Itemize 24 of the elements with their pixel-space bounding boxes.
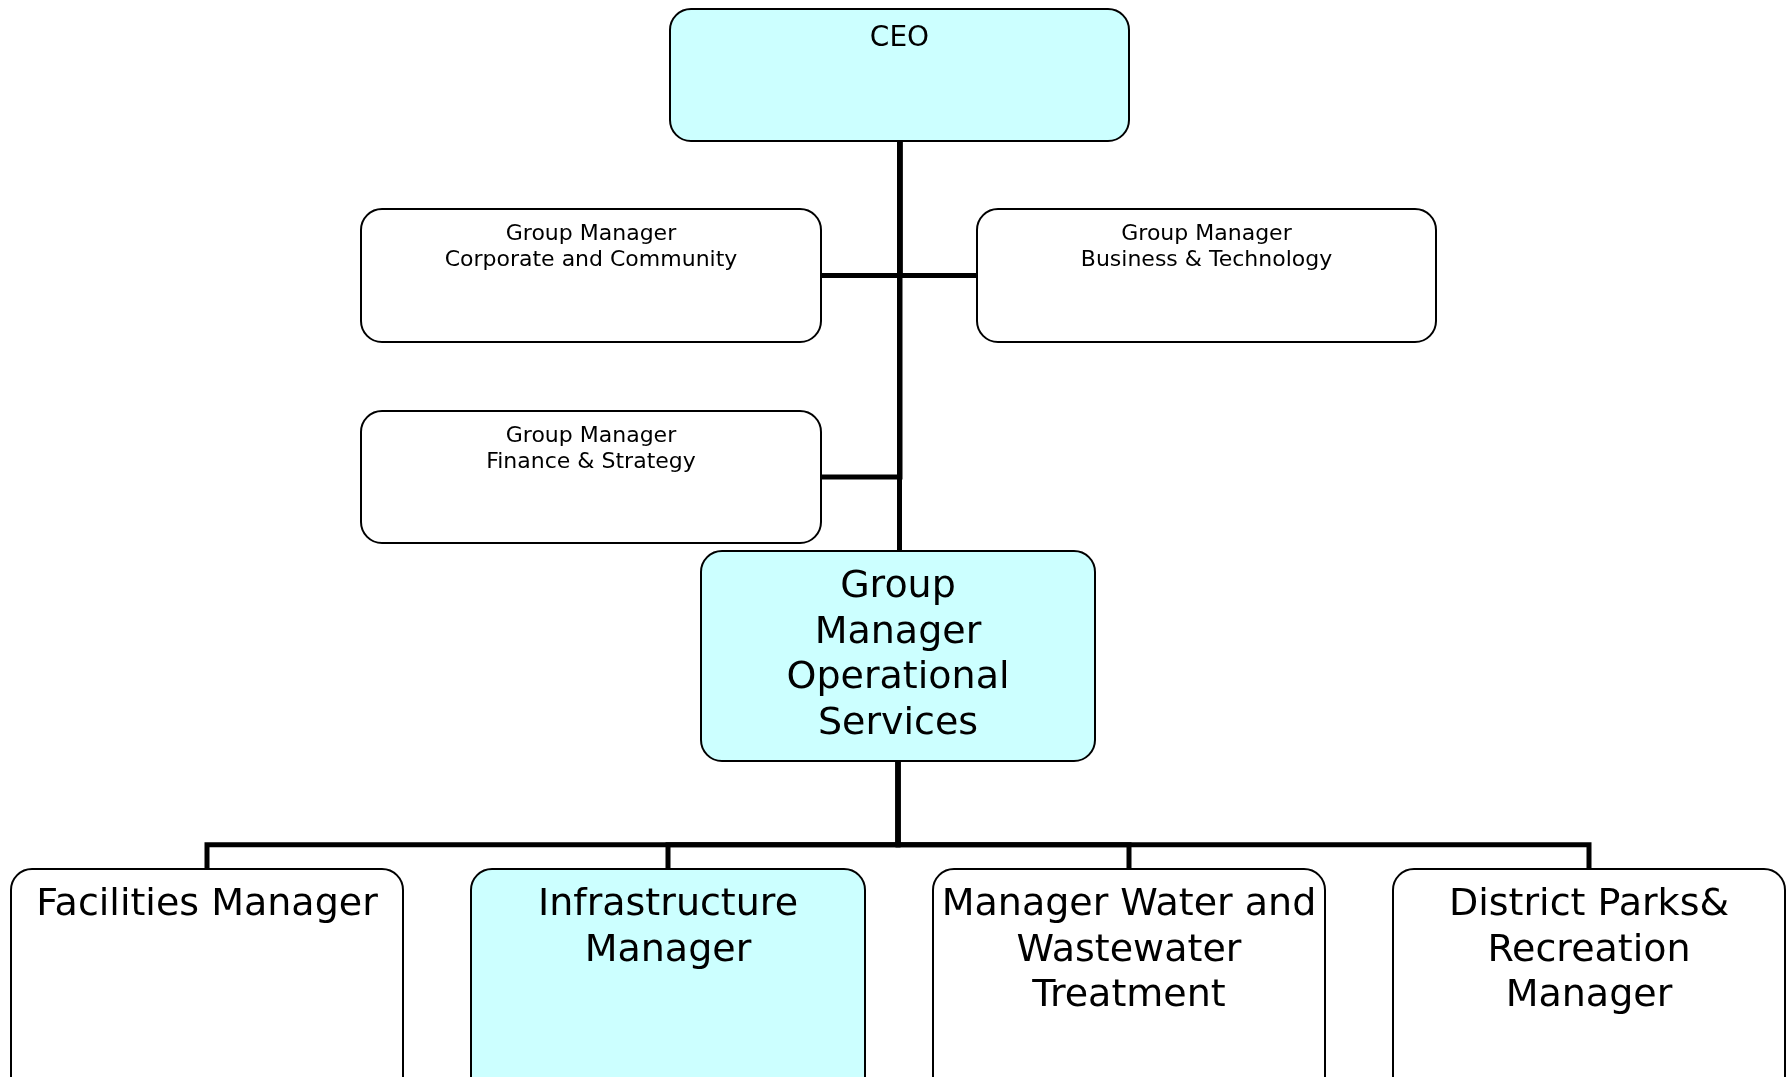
- role-title: CEO: [869, 20, 930, 54]
- role-title: Infrastructure Manager: [537, 880, 799, 972]
- connector-line: [822, 142, 903, 480]
- role-heading: Group Manager: [1121, 220, 1292, 247]
- org-box: [669, 8, 1130, 142]
- connector-line: [897, 142, 902, 550]
- role-heading: Group Manager: [505, 422, 677, 449]
- org-box: [10, 868, 404, 1077]
- role-title: Manager Water and Wastewater Treatment: [940, 880, 1318, 1017]
- role-heading: Group Manager: [505, 220, 677, 247]
- org-box: [932, 868, 1326, 1077]
- org-box: [700, 550, 1096, 762]
- role-title: District Parks& Recreation Manager: [1447, 880, 1731, 1017]
- role-title: Finance & Strategy: [486, 448, 696, 475]
- org-box: [360, 208, 822, 343]
- org-box: [976, 208, 1437, 343]
- role-title: Facilities Manager: [36, 880, 378, 926]
- org-box: [1392, 868, 1786, 1077]
- connector-line: [895, 762, 1592, 868]
- org-box: [360, 410, 822, 544]
- role-title: Group Manager Operational Services: [785, 562, 1011, 745]
- role-title: Business & Technology: [1080, 246, 1333, 273]
- role-title: Corporate and Community: [444, 246, 738, 273]
- org-box: [470, 868, 866, 1077]
